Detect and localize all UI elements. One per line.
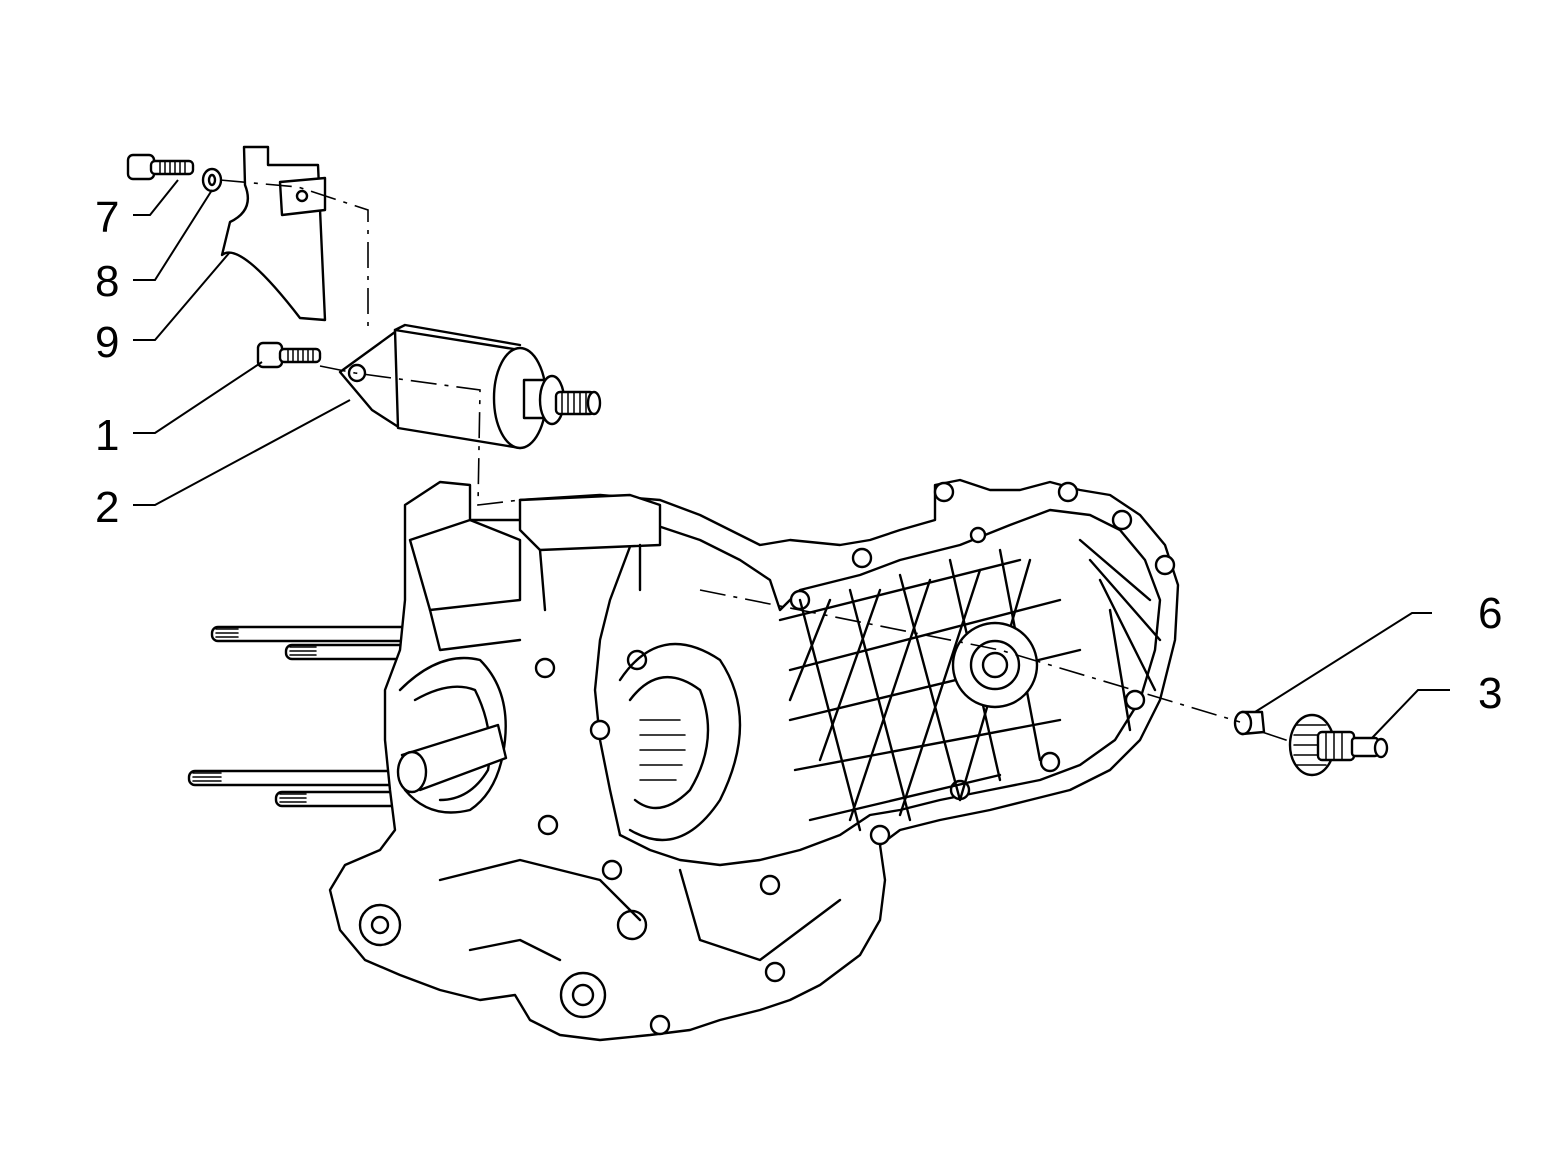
callout-1: 1	[95, 411, 119, 460]
starter-mount-boss	[408, 493, 662, 652]
crankcase	[187, 478, 1180, 1042]
crankcase-outline	[328, 478, 1180, 1042]
callout-2: 2	[95, 483, 119, 532]
bolt-7	[126, 153, 195, 181]
bolt-1	[256, 341, 322, 369]
callout-labels: 7 8 9 1 2 6 3	[95, 193, 1502, 718]
bush-6	[1233, 710, 1266, 736]
housing-ribs	[778, 538, 1162, 832]
callout-9: 9	[95, 318, 119, 367]
callout-6: 6	[1478, 589, 1502, 638]
shaft-bearing-boss	[951, 621, 1039, 709]
bracket-9	[220, 145, 327, 322]
lower-details	[358, 858, 842, 1019]
callout-7: 7	[95, 193, 119, 242]
assembly-lines	[219, 179, 1293, 743]
starter-gear-3	[1288, 713, 1389, 777]
cylinder-pipe	[396, 723, 508, 794]
starter-motor	[338, 323, 602, 450]
washer-8	[201, 167, 223, 193]
callout-8: 8	[95, 257, 119, 306]
callout-3: 3	[1478, 669, 1502, 718]
crank-area	[398, 642, 742, 842]
leader-lines	[133, 179, 1450, 739]
